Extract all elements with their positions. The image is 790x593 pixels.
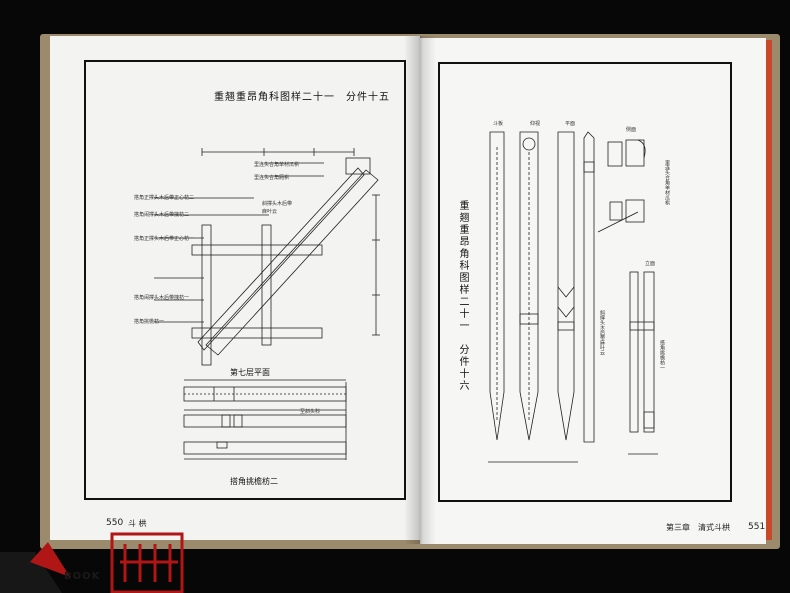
right-page-number: 551 [748, 522, 766, 532]
book-gutter [404, 36, 436, 544]
right-chapter-head: 第三章 清式斗栱 [666, 523, 730, 532]
right-page [420, 38, 766, 544]
caption-piece: 搭角挑檐枋二 [230, 477, 278, 486]
left-label-7: 搭角正撑头木后带正心枋一 [134, 236, 195, 242]
left-label-2: 里连头合角厢栱 [254, 175, 290, 181]
left-label-4: 搭角闹撑头木后带拽枋二 [134, 212, 190, 218]
left-drawing [154, 148, 380, 460]
right-label-2: 里连头合角单材瓜栱 [664, 160, 670, 205]
left-label-10: 至斜头科 [300, 409, 321, 415]
left-page-title: 重翘重昂角科图样二十一 分件十五 [214, 92, 390, 103]
left-page-frame [84, 60, 406, 500]
caption-plan: 第七层平面 [230, 368, 270, 377]
left-running-head: 斗 栱 [128, 519, 147, 528]
right-label-4: 斗板 [493, 121, 504, 127]
right-label-8: 立面 [645, 261, 656, 267]
right-label-3: 搭角挑檐枋一 [659, 340, 665, 370]
left-label-5: 斜撑头木后带 [262, 201, 293, 207]
right-drawing [488, 131, 658, 463]
left-label-3: 搭角正撑头木后带正心枋二 [134, 195, 195, 201]
right-page-frame [438, 62, 732, 502]
left-label-6: 麻叶云 [262, 209, 278, 215]
left-label-8: 搭角闹撑头木后带拽枋一 [134, 295, 190, 301]
right-label-5: 仰视 [530, 121, 541, 127]
left-label-9: 搭角挑檐枋一 [134, 319, 165, 325]
right-label-7: 侧面 [626, 127, 637, 133]
left-page [50, 36, 420, 540]
right-label-6: 平面 [565, 121, 576, 127]
watermark-text: BOOK [64, 571, 101, 582]
left-page-number: 550 [106, 518, 124, 528]
right-label-1: 斜撑头木后带麻叶云 [599, 310, 605, 355]
book-logo-icon [0, 532, 184, 593]
left-label-1: 里连头合角单材瓜栱 [254, 162, 300, 168]
right-page-title: 重翘重昂角科图样二十一 分件十六 [457, 200, 468, 392]
